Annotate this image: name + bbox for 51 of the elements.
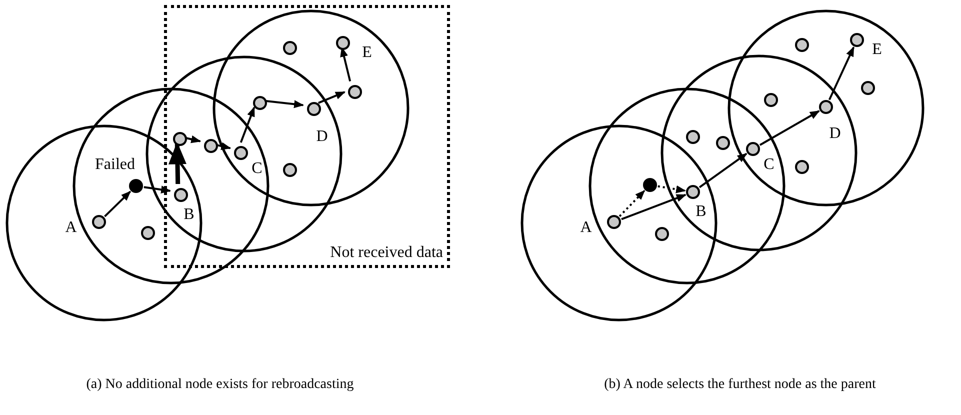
sensor-node: [850, 33, 864, 47]
sensor-node: [92, 215, 106, 229]
sensor-node: [795, 160, 809, 174]
sensor-node: [253, 96, 267, 110]
sensor-node: [283, 163, 297, 177]
sensor-node: [307, 102, 321, 116]
node-label: E: [872, 42, 882, 58]
sensor-node: [141, 226, 155, 240]
arrow: [318, 91, 346, 104]
sensor-node: [204, 139, 218, 153]
node-label: B: [184, 207, 194, 223]
node-label: E: [362, 45, 372, 61]
failed-node: [129, 179, 143, 193]
node-label: D: [829, 126, 841, 142]
sensor-node: [173, 132, 187, 146]
sensor-node: [336, 36, 350, 50]
failed-node: [643, 178, 657, 192]
sensor-node: [348, 85, 362, 99]
arrow: [104, 190, 131, 218]
sensor-node: [746, 142, 760, 156]
sensor-node: [655, 227, 669, 241]
subfigure-caption: (b) A node selects the furthest node as the parent: [604, 376, 876, 394]
node-label: B: [696, 204, 706, 220]
sensor-node: [234, 146, 248, 160]
sensor-node: [795, 38, 809, 52]
sensor-node: [716, 136, 730, 150]
sensor-node: [764, 93, 778, 107]
sensor-node: [686, 185, 700, 199]
subfigure-caption: (a) No additional node exists for rebroadcasting: [86, 376, 354, 394]
arrow: [759, 110, 820, 146]
node-label: A: [580, 220, 592, 236]
sensor-node: [607, 215, 621, 229]
sensor-node: [686, 130, 700, 144]
region-label: Not received data: [330, 245, 443, 261]
arrow: [621, 194, 686, 220]
node-label: A: [65, 220, 77, 236]
arrow: [698, 152, 748, 188]
sensor-node: [861, 81, 875, 95]
arrow: [240, 106, 256, 143]
arrow: [658, 185, 686, 194]
arrow: [828, 46, 855, 100]
node-label: C: [252, 161, 262, 177]
arrow: [618, 190, 646, 217]
node-label: D: [316, 129, 328, 145]
region-box: [164, 5, 450, 268]
sensor-node: [819, 100, 833, 114]
arrow: [144, 186, 172, 194]
node-label: Failed: [95, 157, 135, 173]
sensor-node: [283, 41, 297, 55]
node-label: C: [764, 157, 774, 173]
sensor-node: [174, 188, 188, 202]
